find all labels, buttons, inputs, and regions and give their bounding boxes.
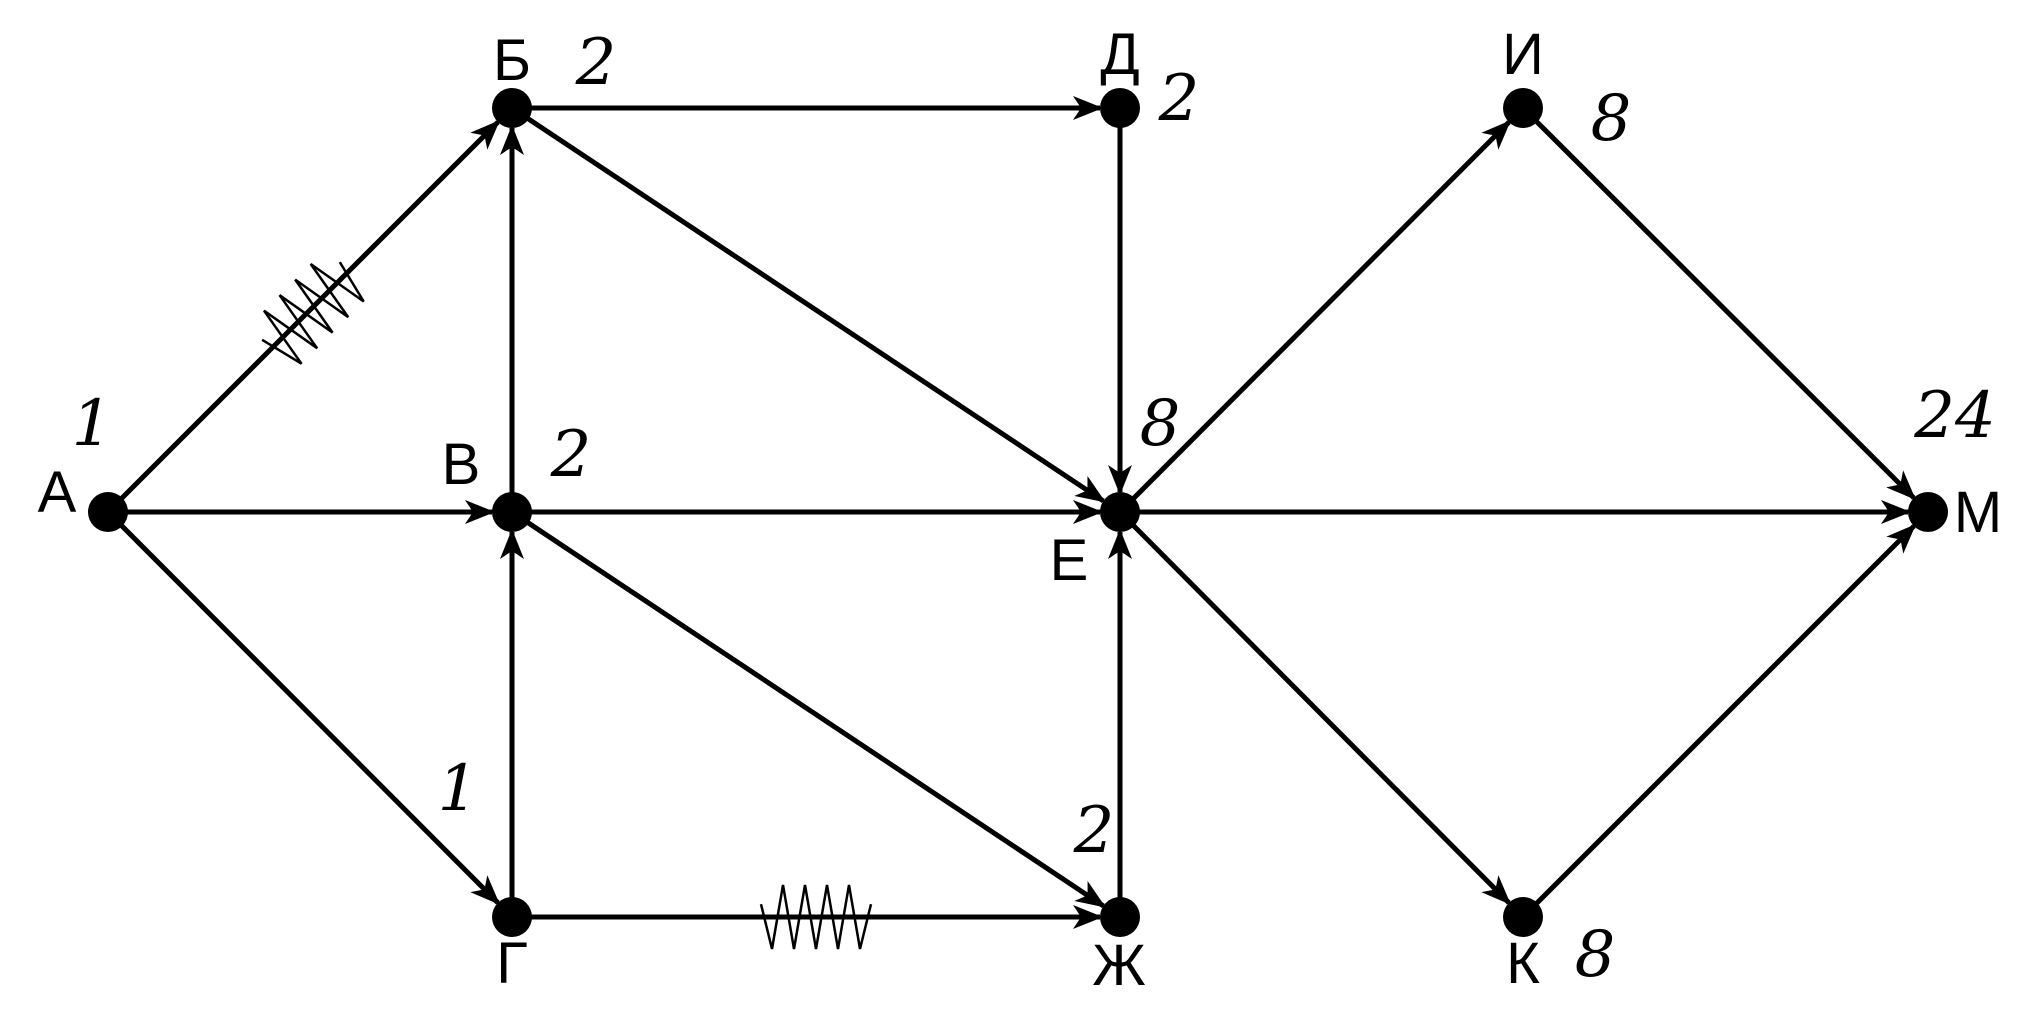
node-zh [1100,897,1140,937]
count-label-k: 8 [1575,918,1616,992]
node-i [1503,88,1543,128]
nodes [88,88,1948,937]
crossed-out-marks [261,261,873,950]
count-label-m: 24 [1913,379,1995,453]
node-v [492,492,532,532]
node-label-zh: Ж [1092,933,1146,998]
node-label-b: Б [493,28,531,93]
node-label-m: М [1954,480,2002,545]
crossed-out-mark-a-b [261,261,365,365]
node-g [492,897,532,937]
edge-i-m [1521,106,1916,501]
edge-e-i [1118,120,1512,514]
node-label-d: Д [1100,22,1139,87]
node-label-v: В [442,432,481,497]
count-label-b: 2 [575,26,617,100]
edge-b-e [510,105,1106,503]
count-label-i: 8 [1591,82,1632,156]
node-labels: А Б В Г Д Е Ж И К М [38,22,2003,998]
edge-e-k [1118,510,1512,905]
count-label-d: 2 [1158,62,1200,136]
node-label-k: К [1506,931,1540,996]
count-label-v: 2 [550,418,592,492]
node-label-i: И [1502,22,1544,87]
path-count-annotations: 1 2 2 1 2 8 2 8 8 24 [72,26,1996,992]
count-label-a: 1 [72,387,113,461]
node-b [492,88,532,128]
edge-a-b [106,119,501,514]
count-label-e: 8 [1140,387,1181,461]
node-label-g: Г [496,931,527,996]
edge-k-m [1521,523,1917,919]
node-m [1908,492,1948,532]
count-label-zh: 2 [1073,794,1115,868]
count-label-g: 1 [438,752,479,826]
crossed-out-mark-g-zh [759,884,873,950]
edges [106,96,1917,929]
node-label-a: А [38,460,77,525]
node-a [88,492,128,532]
node-d [1100,88,1140,128]
node-k [1503,897,1543,937]
node-label-e: Е [1050,528,1089,593]
edge-a-g [106,510,501,905]
edge-v-zh [510,509,1106,908]
node-e [1100,492,1140,532]
